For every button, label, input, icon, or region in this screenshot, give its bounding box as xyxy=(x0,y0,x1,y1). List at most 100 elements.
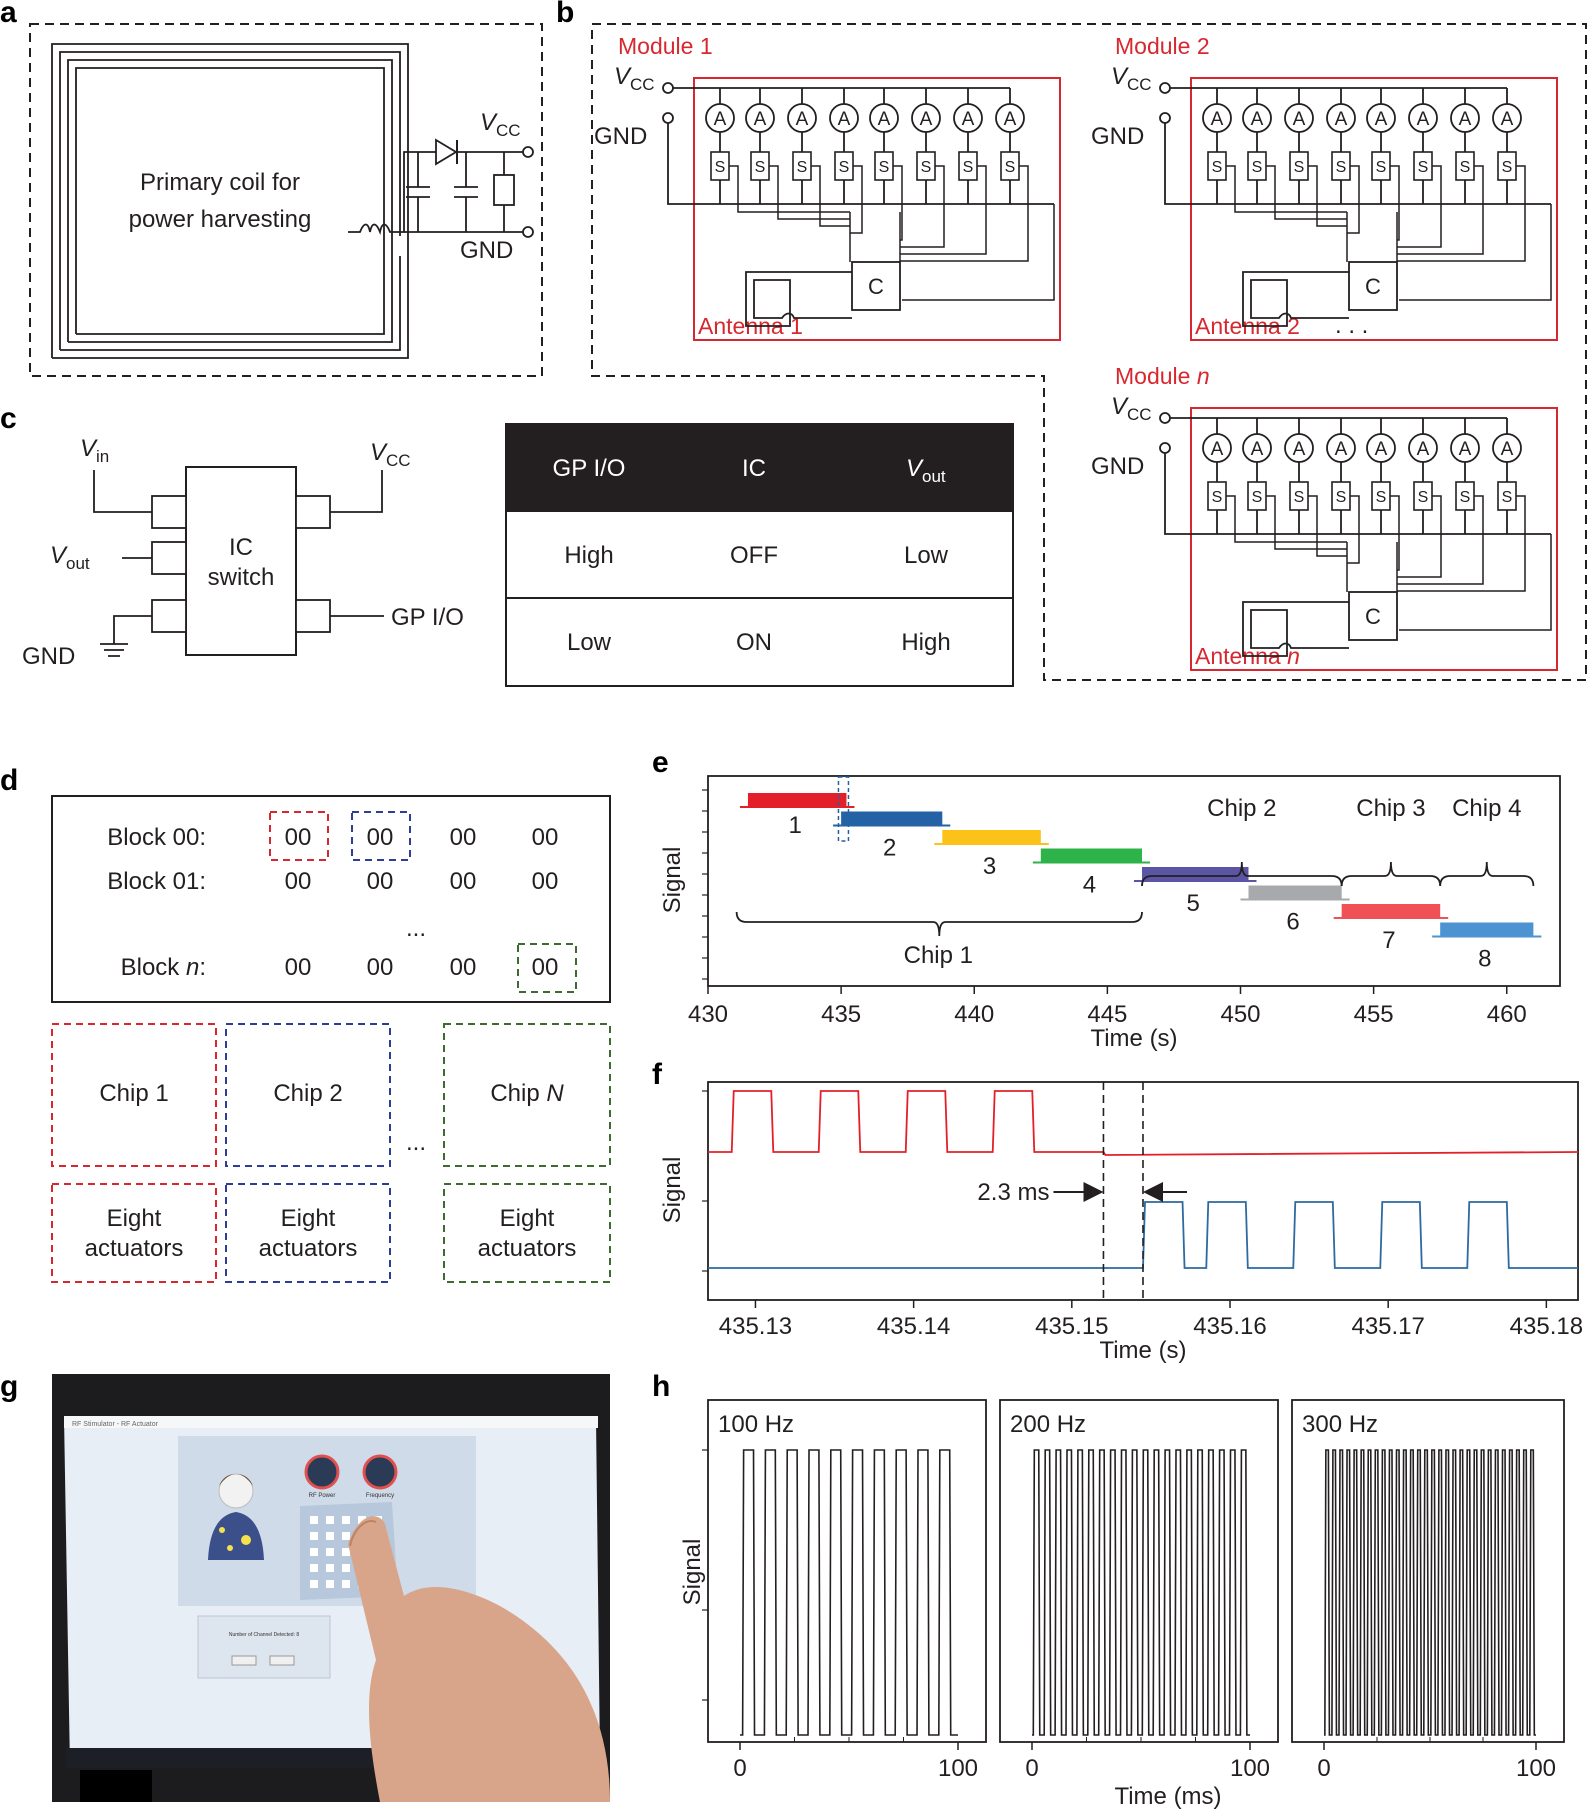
chip-label: Chip 3 xyxy=(1356,795,1425,822)
block-cell: 00 xyxy=(285,868,312,895)
th-ic: IC xyxy=(742,455,766,482)
stop-button[interactable] xyxy=(269,1655,295,1666)
control-line xyxy=(893,165,903,241)
grid-dot xyxy=(358,1516,366,1524)
rf-power-knob[interactable] xyxy=(304,1454,340,1490)
grid-dot xyxy=(342,1516,350,1524)
rf-power-label: RF Power xyxy=(309,1493,336,1499)
panel-label-f: f xyxy=(652,1058,663,1091)
chip2-label: Chip 2 xyxy=(273,1080,342,1107)
antenna-coil xyxy=(745,271,852,327)
actuator-chain-3: AS xyxy=(1284,418,1347,557)
actuator-letter: A xyxy=(1335,439,1348,460)
switch-letter: S xyxy=(921,159,932,176)
module-title: Module 1 xyxy=(618,33,713,59)
block-cell: 00 xyxy=(367,954,394,981)
grid-dot xyxy=(326,1532,334,1540)
panel-a: a Primary coil for power harvesting VCC … xyxy=(0,0,543,377)
vin-label: Vin xyxy=(80,435,109,466)
actuator-letter: A xyxy=(1004,109,1017,130)
signal-bar xyxy=(1248,885,1342,900)
controller-bus xyxy=(1346,534,1552,631)
subplot-frame xyxy=(999,1399,1279,1743)
chip-brace xyxy=(1141,861,1343,887)
actuator-letter: A xyxy=(714,109,727,130)
block-cell: 00 xyxy=(532,954,559,981)
x-tick-label: 435.18 xyxy=(1510,1313,1583,1340)
controller-box xyxy=(1348,591,1398,641)
frequency-label: Frequency xyxy=(366,1493,394,1499)
finger-edge xyxy=(349,1520,377,1547)
segment-label: 3 xyxy=(983,853,996,880)
grid-dot xyxy=(342,1580,350,1588)
act2-l1: Eight xyxy=(281,1205,336,1232)
td-r1c1: High xyxy=(564,542,613,569)
vcc-terminal xyxy=(662,82,674,94)
grid-dot xyxy=(342,1564,350,1572)
grid-dot xyxy=(342,1532,350,1540)
actuator-chain-5: AS xyxy=(1366,88,1400,241)
switch-letter: S xyxy=(1460,489,1471,506)
actuator-symbol xyxy=(869,103,899,133)
panel-label-c: c xyxy=(0,402,17,435)
grid-dot xyxy=(326,1516,334,1524)
panel-label-d: d xyxy=(0,764,18,797)
truth-table xyxy=(505,423,1014,687)
actuators1-box xyxy=(51,1183,217,1283)
x-tick-label: 435.14 xyxy=(877,1313,950,1340)
status-text: Number of Channel Detected: 8 xyxy=(229,1632,300,1638)
control-line xyxy=(900,165,1029,262)
actuator-chain-8: AS xyxy=(1397,418,1526,592)
segment-label: 2 xyxy=(883,835,896,862)
module-vcc: VCC xyxy=(1111,393,1152,424)
actuator-symbol xyxy=(953,103,983,133)
actuator-symbol xyxy=(787,103,817,133)
x-tick-label: 100 xyxy=(1230,1755,1270,1782)
control-line xyxy=(1266,165,1347,220)
block-label: Block 00: xyxy=(107,824,206,851)
chip-brace xyxy=(735,911,1143,937)
switch-letter: S xyxy=(1252,159,1263,176)
frequency-knob[interactable] xyxy=(362,1454,398,1490)
switch-letter: S xyxy=(1336,159,1347,176)
actuator-letter: A xyxy=(754,109,767,130)
actuator-chain-8: AS xyxy=(900,88,1029,262)
x-tick-label: 435 xyxy=(821,1001,861,1028)
switch-letter: S xyxy=(1212,159,1223,176)
actuator-symbol xyxy=(1366,433,1396,463)
actuator-chain-3: AS xyxy=(1284,88,1347,227)
switch-letter: S xyxy=(1252,489,1263,506)
actuator-chain-5: AS xyxy=(1366,418,1400,571)
grid-dot xyxy=(310,1564,318,1572)
start-button[interactable] xyxy=(231,1655,257,1666)
actuator-chain-1: AS xyxy=(1202,88,1347,213)
x-tick-label: 445 xyxy=(1087,1001,1127,1028)
grid-dot xyxy=(310,1532,318,1540)
x-tick-label: 100 xyxy=(938,1755,978,1782)
capacitor-2 xyxy=(454,152,478,232)
delay-annotation: 2.3 ms xyxy=(977,1179,1049,1206)
block-cell: 00 xyxy=(532,868,559,895)
switch-letter: S xyxy=(1294,489,1305,506)
actuator-symbol xyxy=(1202,103,1232,133)
control-line xyxy=(811,165,850,227)
control-line xyxy=(1397,165,1484,255)
block-label: Block n: xyxy=(121,954,206,981)
control-line xyxy=(850,165,863,234)
signal-bar xyxy=(1440,922,1534,937)
ic-wires xyxy=(93,470,384,657)
segment-label: 4 xyxy=(1083,872,1096,899)
actuator-symbol xyxy=(1326,433,1356,463)
app-title: RF Stimulator - RF Actuator xyxy=(72,1421,159,1428)
control-line xyxy=(900,165,987,255)
control-line xyxy=(1397,165,1526,262)
coil-loop-3 xyxy=(67,59,393,343)
td-r1c3: Low xyxy=(904,542,949,569)
ic-label-2: switch xyxy=(208,564,275,591)
x-tick-label: 435.17 xyxy=(1351,1313,1424,1340)
act2-l2: actuators xyxy=(259,1235,358,1262)
